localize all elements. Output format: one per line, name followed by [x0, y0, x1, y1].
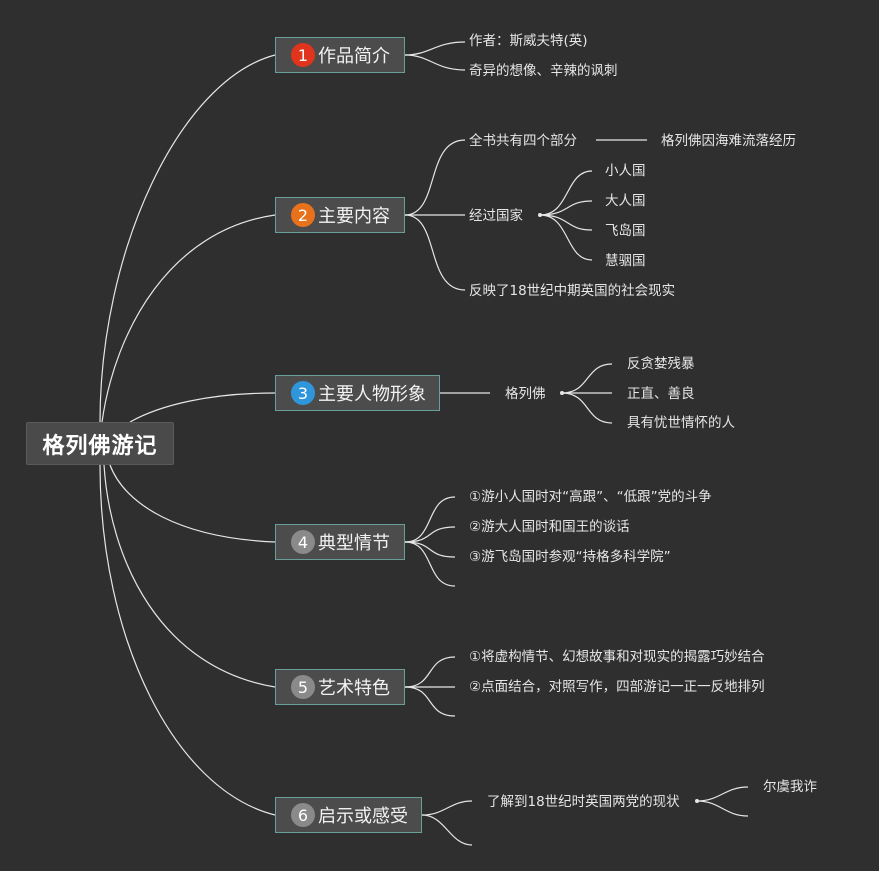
badge-1-icon: 1: [291, 43, 315, 67]
leaf-plot-3[interactable]: ③游飞岛国时参观“持格多科学院”: [469, 548, 671, 566]
leaf-text: 奇异的想像、辛辣的讽刺: [469, 63, 618, 79]
leaf-laputa[interactable]: 飞岛国: [605, 222, 646, 240]
branch-label: 主要人物形象: [318, 384, 426, 405]
badge-4-icon: 4: [291, 530, 315, 554]
leaf-text: ①游小人国时对“高跟”、“低跟”党的斗争: [469, 489, 712, 505]
leaf-text: 小人国: [605, 163, 646, 179]
leaf-art-2[interactable]: ②点面结合，对照写作，四部游记一正一反地排列: [469, 678, 765, 696]
leaf-four-parts[interactable]: 全书共有四个部分: [469, 132, 577, 150]
leaf-text: 反贪婪残暴: [627, 356, 695, 372]
badge-number: 5: [297, 677, 309, 697]
branch-label: 作品简介: [318, 46, 390, 67]
leaf-text: 慧骃国: [605, 253, 646, 269]
leaf-text: 经过国家: [469, 208, 523, 224]
leaf-text: 了解到18世纪时英国两党的现状: [487, 794, 680, 810]
branch-label: 艺术特色: [318, 678, 390, 699]
leaf-countries[interactable]: 经过国家: [469, 207, 523, 225]
branch-art[interactable]: 5 艺术特色: [275, 669, 405, 705]
branch-insight[interactable]: 6 启示或感受: [275, 797, 422, 833]
badge-number: 6: [297, 805, 309, 825]
branch-character[interactable]: 3 主要人物形象: [275, 375, 440, 411]
leaf-trait-1[interactable]: 反贪婪残暴: [627, 355, 695, 373]
leaf-text: 大人国: [605, 193, 646, 209]
leaf-art-1[interactable]: ①将虚构情节、幻想故事和对现实的揭露巧妙结合: [469, 648, 765, 666]
leaf-text: ①将虚构情节、幻想故事和对现实的揭露巧妙结合: [469, 649, 765, 665]
leaf-lilliput[interactable]: 小人国: [605, 162, 646, 180]
leaf-text: 格列佛: [505, 386, 546, 402]
leaf-insight-1[interactable]: 了解到18世纪时英国两党的现状: [487, 793, 680, 811]
leaf-plot-1[interactable]: ①游小人国时对“高跟”、“低跟”党的斗争: [469, 488, 712, 506]
leaf-text: 尔虞我诈: [763, 779, 817, 795]
branch-label: 主要内容: [318, 206, 390, 227]
badge-number: 1: [297, 45, 309, 65]
leaf-brobdingnag[interactable]: 大人国: [605, 192, 646, 210]
leaf-text: 作者：斯威夫特(英): [469, 33, 588, 49]
badge-number: 2: [297, 205, 309, 225]
leaf-plot-2[interactable]: ②游大人国时和国王的谈话: [469, 518, 630, 536]
leaf-text: 具有忧世情怀的人: [627, 415, 735, 431]
leaf-text: 飞岛国: [605, 223, 646, 239]
badge-3-icon: 3: [291, 381, 315, 405]
badge-number: 3: [297, 383, 309, 403]
leaf-houyhnhnm[interactable]: 慧骃国: [605, 252, 646, 270]
branch-plot[interactable]: 4 典型情节: [275, 524, 405, 560]
badge-6-icon: 6: [291, 803, 315, 827]
leaf-trait-3[interactable]: 具有忧世情怀的人: [627, 414, 735, 432]
badge-5-icon: 5: [291, 675, 315, 699]
leaf-author[interactable]: 作者：斯威夫特(英): [469, 32, 588, 50]
leaf-insight-detail[interactable]: 尔虞我诈: [763, 778, 817, 796]
leaf-gulliver[interactable]: 格列佛: [505, 385, 546, 403]
leaf-text: 正直、善良: [627, 386, 695, 402]
leaf-text: 格列佛因海难流落经历: [661, 133, 796, 149]
branch-label: 启示或感受: [318, 806, 408, 827]
leaf-text: 全书共有四个部分: [469, 133, 577, 149]
root-node[interactable]: 格列佛游记: [26, 422, 174, 465]
root-title: 格列佛游记: [42, 433, 158, 459]
leaf-trait-2[interactable]: 正直、善良: [627, 385, 695, 403]
leaf-reflects[interactable]: 反映了18世纪中期英国的社会现实: [469, 282, 675, 300]
leaf-text: ②点面结合，对照写作，四部游记一正一反地排列: [469, 679, 765, 695]
badge-number: 4: [297, 532, 309, 552]
leaf-style[interactable]: 奇异的想像、辛辣的讽刺: [469, 62, 618, 80]
branch-intro[interactable]: 1 作品简介: [275, 37, 405, 73]
leaf-four-parts-detail[interactable]: 格列佛因海难流落经历: [661, 132, 796, 150]
badge-2-icon: 2: [291, 203, 315, 227]
branch-label: 典型情节: [318, 533, 390, 554]
branch-content[interactable]: 2 主要内容: [275, 197, 405, 233]
leaf-text: ②游大人国时和国王的谈话: [469, 519, 630, 535]
leaf-text: ③游飞岛国时参观“持格多科学院”: [469, 549, 671, 565]
leaf-text: 反映了18世纪中期英国的社会现实: [469, 283, 676, 299]
